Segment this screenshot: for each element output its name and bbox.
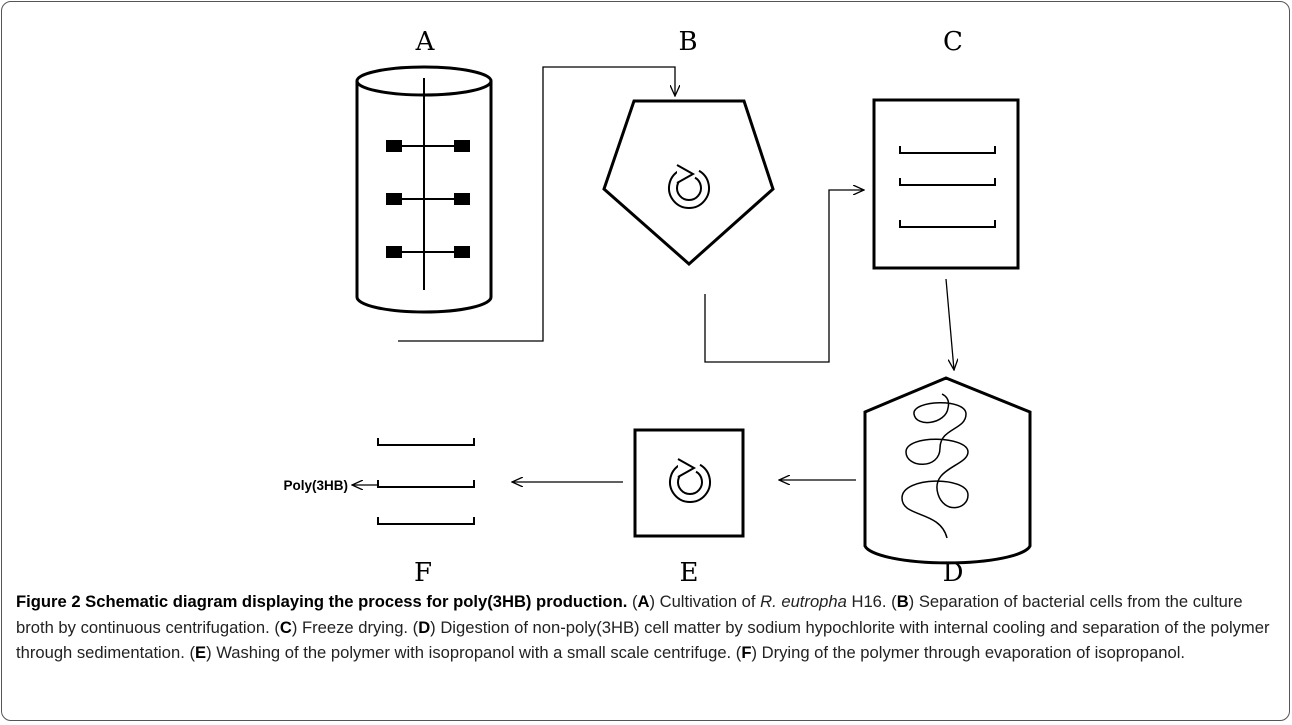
- flow-arrow-c-to-d: [945, 278, 954, 370]
- stage-label-f: F: [414, 558, 432, 588]
- caption-item-d: (D) Digestion of non-poly(3HB) cell matt…: [16, 617, 1270, 663]
- product-label: Poly(3HB): [283, 478, 348, 493]
- impeller-icon: [386, 140, 470, 258]
- caption-item-b: (B) Separation of bacterial cells from t…: [16, 592, 1243, 637]
- caption-item-c: (C) Freeze drying.: [274, 617, 409, 637]
- flow-arrow-b-to-c: [704, 190, 864, 363]
- stage-label-a: A: [415, 27, 436, 57]
- process-diagram: A B C D E F: [283, 27, 1032, 588]
- fermenter-vessel: [355, 65, 493, 314]
- cooling-coil-icon: [901, 393, 969, 539]
- freeze-dryer: [872, 98, 1020, 270]
- figure-caption: Figure 2 Schematic diagram displaying th…: [16, 589, 1282, 666]
- caption-item-e: (E) Washing of the polymer with isopropa…: [189, 643, 732, 662]
- stage-label-b: B: [678, 27, 697, 57]
- stage-label-e: E: [680, 558, 699, 588]
- digestion-vessel: [863, 376, 1032, 565]
- caption-item-a: (A) Cultivation of R. eutropha H16.: [631, 592, 887, 611]
- centrifuge-vessel: [602, 99, 775, 267]
- washing-centrifuge: [633, 428, 745, 538]
- rotation-icon: [669, 458, 711, 503]
- flow-arrow-a-to-b: [398, 66, 675, 342]
- drying-shelves: [377, 438, 475, 525]
- rotation-icon: [668, 164, 710, 209]
- caption-title: Figure 2 Schematic diagram displaying th…: [16, 592, 628, 611]
- stage-label-c: C: [943, 27, 963, 57]
- stage-label-d: D: [943, 558, 964, 588]
- caption-item-f: (F) Drying of the polymer through evapor…: [735, 643, 1186, 662]
